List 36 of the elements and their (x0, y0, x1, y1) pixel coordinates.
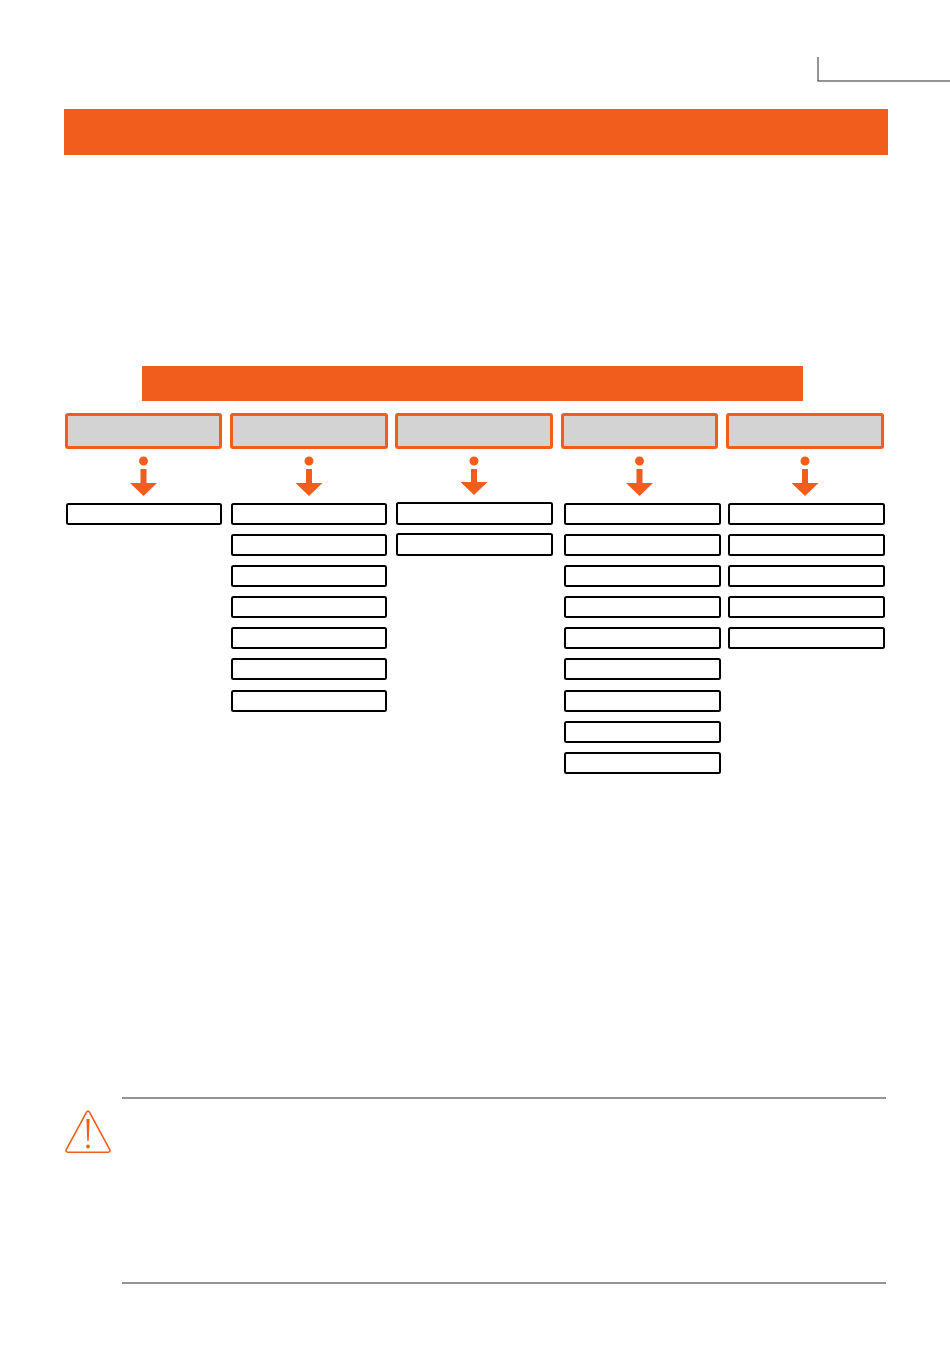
list-box (564, 596, 721, 618)
list-box (231, 534, 387, 556)
list-box (396, 533, 553, 556)
list-box (728, 534, 885, 556)
list-box (231, 503, 387, 525)
list-box (231, 658, 387, 680)
list-box (564, 627, 721, 649)
list-box (564, 503, 721, 525)
list-box (728, 596, 885, 618)
arrow (295, 469, 323, 496)
column-header-box (726, 413, 884, 449)
list-box (564, 534, 721, 556)
column-header-box (561, 413, 718, 449)
list-box (564, 565, 721, 587)
banner-bar (64, 109, 888, 155)
column-header-box (65, 413, 222, 449)
column-header-box (395, 413, 553, 449)
header-bar (142, 366, 803, 401)
arrow (130, 469, 157, 496)
list-box (231, 627, 387, 649)
list-box (231, 596, 387, 618)
list-box (564, 721, 721, 743)
list-box (564, 752, 721, 774)
list-box (396, 502, 553, 525)
list-box (728, 627, 885, 649)
list-box (231, 690, 387, 712)
list-box (231, 565, 387, 587)
arrow (626, 469, 653, 496)
list-box (564, 690, 721, 712)
list-box (66, 503, 222, 525)
arrow (791, 469, 819, 496)
list-box (728, 565, 885, 587)
arrow (460, 469, 488, 495)
list-box (564, 658, 721, 680)
list-box (728, 503, 885, 525)
column-header-box (230, 413, 388, 449)
